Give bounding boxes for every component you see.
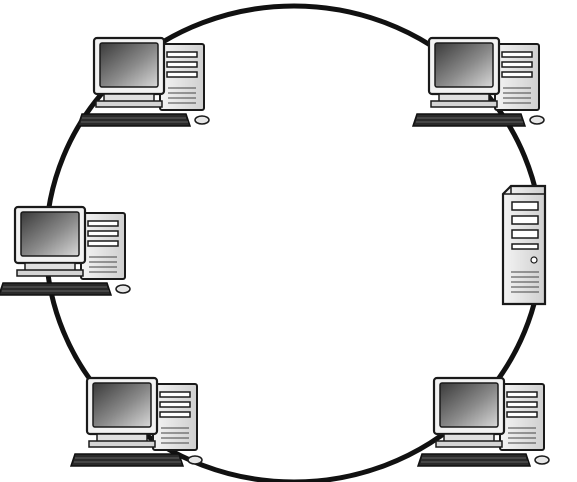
server-icon (501, 184, 547, 306)
workstation-bottom-left-icon (69, 376, 204, 468)
workstation-bottom-right-icon (416, 376, 551, 468)
workstation-top-left-icon (76, 36, 211, 128)
workstation-top-right-icon (411, 36, 546, 128)
workstation-middle-left-icon (0, 205, 132, 297)
